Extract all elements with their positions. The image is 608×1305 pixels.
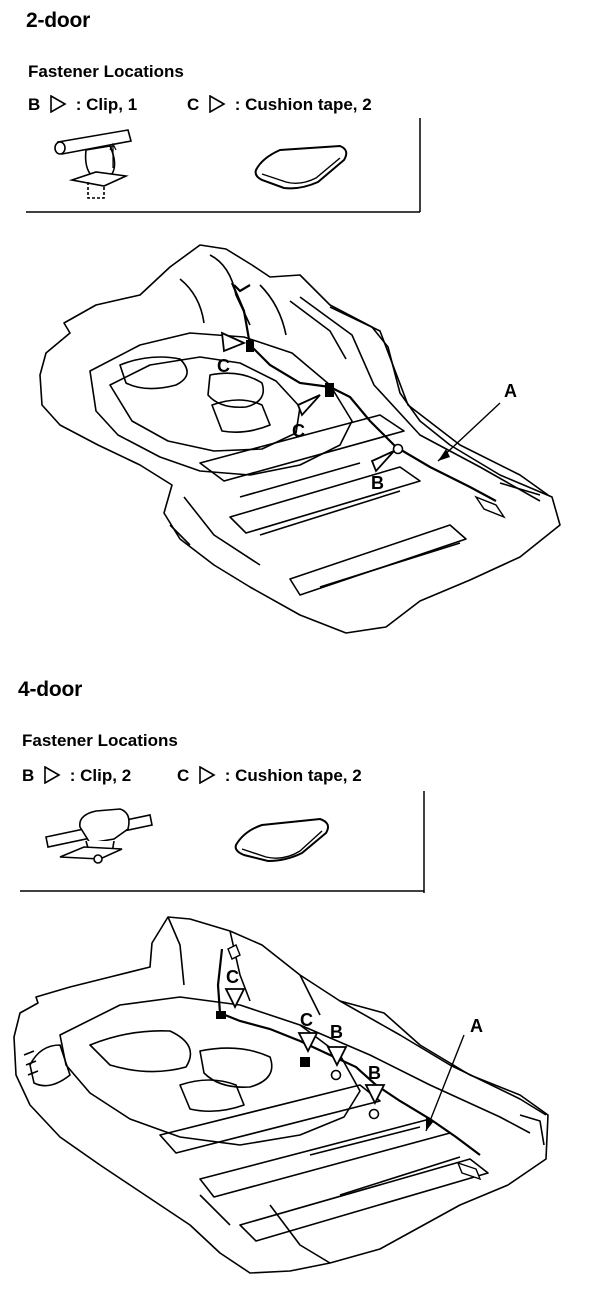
triangle-marker-icon: [209, 95, 226, 113]
callout-c2-2door: C: [292, 421, 305, 441]
triangle-marker-icon: [220, 331, 247, 353]
legend-cushion-tape-4door: C : Cushion tape, 2: [177, 766, 362, 786]
floor-diagram-4door: [13, 916, 549, 1274]
callout-b2-4door: B: [368, 1063, 381, 1083]
callout-b-2door: B: [371, 473, 384, 493]
legend-text-clip: : Clip, 2: [69, 766, 132, 785]
clip-marker: [368, 1108, 380, 1120]
cushion-tape-marker: [325, 383, 334, 397]
triangle-marker-icon: [50, 95, 67, 113]
fastener-box-4door: [20, 791, 425, 893]
cushion-tape-icon: [234, 817, 329, 863]
fastener-box-2door: [26, 118, 421, 213]
clip-icon: [45, 808, 153, 864]
legend-label-c: C: [177, 766, 190, 785]
section-title-2door: 2-door: [26, 9, 91, 32]
clip-icon: [54, 129, 132, 199]
callout-c1-2door: C: [217, 356, 230, 376]
legend-clip-2door: B : Clip, 1: [28, 95, 137, 115]
triangle-marker-icon: [44, 766, 61, 784]
callout-a-2door: A: [504, 381, 517, 401]
floor-diagram-2door: [39, 244, 561, 634]
triangle-marker-icon: [297, 1032, 319, 1054]
callout-c1-4door: C: [226, 967, 239, 987]
triangle-marker-icon: [224, 988, 246, 1010]
clip-marker: [392, 443, 404, 455]
cushion-tape-marker: [216, 1011, 226, 1019]
legend-label-c: C: [187, 95, 200, 114]
cushion-tape-marker: [246, 340, 254, 352]
legend-label-b: B: [28, 95, 41, 114]
fastener-heading-2door: Fastener Locations: [28, 62, 184, 81]
section-title-4door: 4-door: [18, 678, 83, 701]
legend-text-cushion-tape: : Cushion tape, 2: [234, 95, 372, 114]
legend-label-b: B: [22, 766, 35, 785]
callout-c2-4door: C: [300, 1010, 313, 1030]
fastener-heading-4door: Fastener Locations: [22, 731, 178, 750]
triangle-marker-icon: [364, 1084, 386, 1106]
triangle-marker-icon: [370, 450, 395, 473]
legend-text-cushion-tape: : Cushion tape, 2: [224, 766, 362, 785]
legend-clip-4door: B : Clip, 2: [22, 766, 131, 786]
callout-b1-4door: B: [330, 1022, 343, 1042]
legend-text-clip: : Clip, 1: [75, 95, 138, 114]
triangle-marker-icon: [296, 394, 321, 417]
cushion-tape-marker: [300, 1057, 310, 1067]
callout-a-4door: A: [470, 1016, 483, 1036]
triangle-marker-icon: [199, 766, 216, 784]
legend-cushion-tape-2door: C : Cushion tape, 2: [187, 95, 372, 115]
wire-harness: [230, 282, 497, 502]
cushion-tape-icon: [254, 144, 348, 190]
clip-marker: [330, 1069, 342, 1081]
triangle-marker-icon: [326, 1046, 348, 1068]
